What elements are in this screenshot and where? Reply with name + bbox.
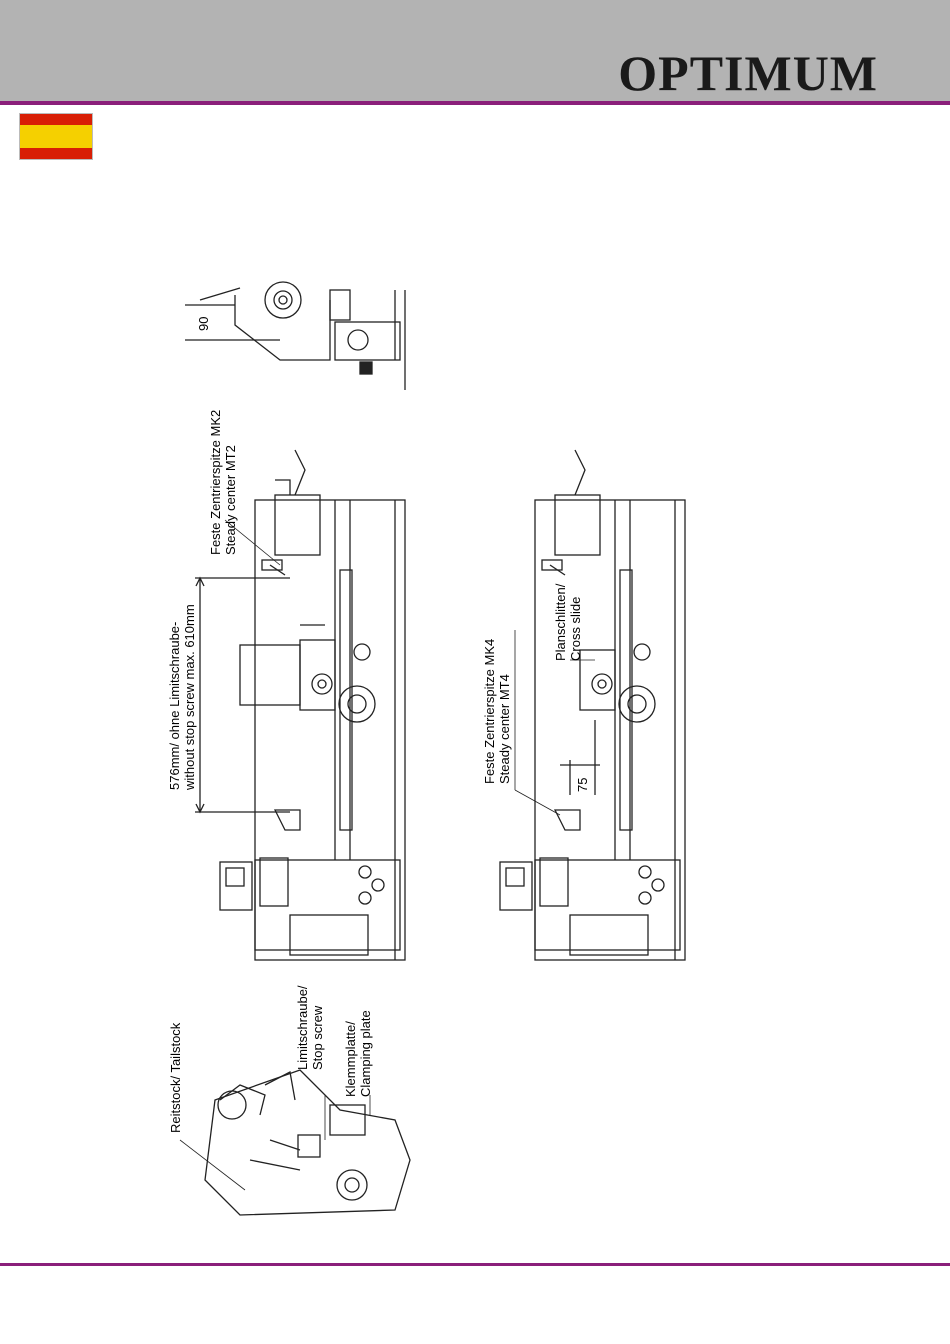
clamping-plate-label: Klemmplatte/: [343, 1021, 358, 1097]
center-mk2-label: Feste Zentrierspitze MK2: [208, 410, 223, 555]
clamping-plate-en-label: Clamping plate: [358, 1010, 373, 1097]
cross-slide-en-label: Cross slide: [568, 597, 583, 661]
lathe-cross-section-drawing: [185, 282, 405, 390]
dimension-75-label: 75: [575, 778, 590, 792]
center-mk4-label: Feste Zentrierspitze MK4: [482, 639, 497, 784]
stop-screw-en-label: Stop screw: [310, 1006, 325, 1070]
cross-slide-label: Planschlitten/: [553, 584, 568, 661]
stop-screw-label: Limitschraube/: [295, 985, 310, 1070]
lathe-side-view-1: [220, 450, 405, 960]
center-mt4-label: Steady center MT4: [497, 674, 512, 784]
footer-divider: [0, 1263, 950, 1266]
tailstock-perspective-drawing: [205, 1070, 410, 1215]
dimension-576mm: [195, 578, 290, 812]
length-610-label: without stop screw max. 610mm: [182, 604, 197, 790]
length-576-label: 576mm/ ohne Limitschraube-: [167, 622, 182, 790]
tailstock-label: Reitstock/ Tailstock: [168, 1023, 183, 1133]
center-mt2-label: Steady center MT2: [223, 445, 238, 555]
dimension-90-label: 90: [196, 317, 211, 331]
lathe-side-view-2: [500, 450, 685, 960]
